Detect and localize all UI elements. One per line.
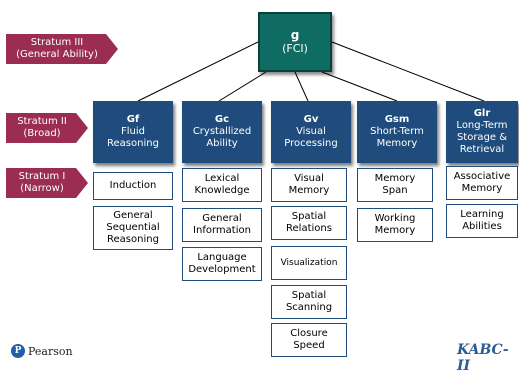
broad-name-gc: Crystallized Ability bbox=[192, 126, 252, 149]
broad-code-glr: Glr bbox=[473, 108, 491, 119]
broad-box-gv: Gv Visual Processing bbox=[271, 101, 351, 163]
narrow-gsm-working-memory: Working Memory bbox=[357, 208, 433, 242]
broad-box-gf: Gf Fluid Reasoning bbox=[93, 101, 173, 163]
stratum-ii-arrow-shape bbox=[6, 113, 88, 143]
broad-code-gv: Gv bbox=[303, 114, 319, 125]
connector-g-gsm bbox=[321, 71, 398, 102]
narrow-gc-language-development: Language Development bbox=[182, 247, 262, 281]
connector-g-gc bbox=[218, 71, 267, 102]
narrow-gv-spatial-scanning: Spatial Scanning bbox=[271, 285, 347, 319]
stratum-iii-text: Stratum III (General Ability) bbox=[16, 37, 98, 60]
broad-code-gf: Gf bbox=[126, 114, 140, 125]
broad-box-glr: Glr Long-Term Storage & Retrieval bbox=[446, 101, 518, 163]
stratum-ii-label: Stratum II (Broad) bbox=[6, 113, 88, 143]
broad-name-gv: Visual Processing bbox=[284, 126, 338, 149]
narrow-gv-visualization: Visualization bbox=[271, 246, 347, 280]
narrow-gv-visual-memory: Visual Memory bbox=[271, 168, 347, 202]
g-subtitle: (FCI) bbox=[282, 42, 308, 55]
narrow-gf-induction: Induction bbox=[93, 172, 173, 200]
pearson-wordmark: Pearson bbox=[28, 344, 73, 358]
narrow-gsm-memory-span: Memory Span bbox=[357, 168, 433, 202]
stratum-iii-arrow-shape bbox=[6, 34, 118, 64]
broad-box-gsm: Gsm Short-Term Memory bbox=[357, 101, 437, 163]
broad-name-gf: Fluid Reasoning bbox=[107, 126, 159, 149]
connector-lines bbox=[137, 41, 485, 102]
stratum-i-label: Stratum I (Narrow) bbox=[6, 168, 88, 198]
connector-g-gv bbox=[294, 71, 309, 102]
pearson-logo: P Pearson bbox=[11, 344, 73, 358]
narrow-gc-lexical-knowledge: Lexical Knowledge bbox=[182, 168, 262, 202]
broad-code-gsm: Gsm bbox=[384, 114, 410, 125]
broad-code-gc: Gc bbox=[214, 114, 230, 125]
narrow-gf-general-sequential-reasoning: General Sequential Reasoning bbox=[93, 206, 173, 250]
connector-g-gf bbox=[137, 41, 259, 102]
narrow-gv-closure-speed: Closure Speed bbox=[271, 323, 347, 357]
stratum-i-arrow-shape bbox=[6, 168, 88, 198]
narrow-gv-spatial-relations: Spatial Relations bbox=[271, 206, 347, 240]
g-letter: g bbox=[290, 28, 300, 42]
stratum-ii-text: Stratum II (Broad) bbox=[17, 116, 67, 139]
stratum-i-text: Stratum I (Narrow) bbox=[18, 171, 66, 194]
stratum-iii-label: Stratum III (General Ability) bbox=[6, 34, 118, 64]
broad-name-gsm: Short-Term Memory bbox=[370, 126, 424, 149]
g-fci-box: g (FCI) bbox=[258, 12, 332, 72]
kabc-ii-logo: KABC-II bbox=[457, 342, 509, 374]
narrow-glr-learning-abilities: Learning Abilities bbox=[446, 204, 518, 238]
pearson-p-icon: P bbox=[11, 344, 25, 358]
narrow-glr-associative-memory: Associative Memory bbox=[446, 166, 518, 200]
broad-box-gc: Gc Crystallized Ability bbox=[182, 101, 262, 163]
narrow-gc-general-information: General Information bbox=[182, 208, 262, 242]
connector-g-glr bbox=[331, 41, 485, 102]
broad-name-glr: Long-Term Storage & Retrieval bbox=[456, 120, 508, 155]
